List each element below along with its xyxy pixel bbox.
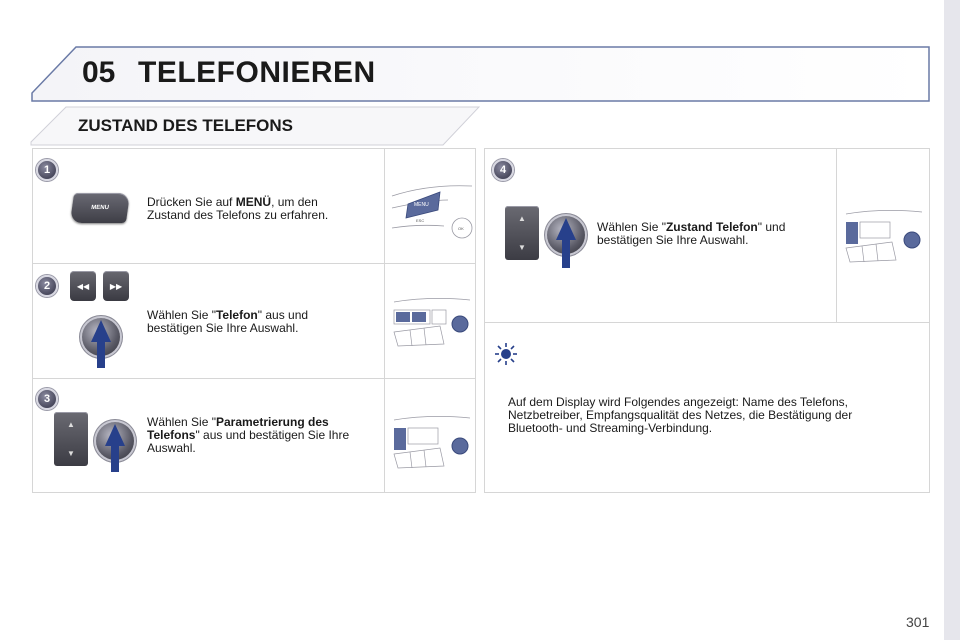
step-2-text: Wählen Sie "Telefon" aus und bestätigen … (147, 308, 309, 335)
seek-back-key: ◀◀ (70, 271, 96, 301)
step-badge-2: 2 (36, 275, 58, 297)
menu-key: MENU (69, 193, 131, 223)
divider (32, 378, 476, 379)
console-thumbnail-seek (390, 296, 474, 353)
press-arrow-icon (91, 320, 111, 368)
console-thumbnail-menu: MENU ESC OK (388, 178, 474, 245)
svg-text:MENU: MENU (414, 202, 429, 208)
seek-forward-key: ▶▶ (103, 271, 129, 301)
divider (836, 148, 837, 323)
page-edge-strip (944, 0, 960, 640)
step-4-text: Wählen Sie "Zustand Telefon" und bestäti… (597, 220, 786, 247)
press-arrow-icon (556, 218, 576, 268)
up-down-key: ▲▼ (54, 412, 88, 466)
svg-text:OK: OK (458, 226, 464, 231)
svg-text:ESC: ESC (416, 218, 424, 223)
step-1-text: Drücken Sie auf MENÜ, um den Zustand des… (147, 195, 329, 222)
press-arrow-icon (105, 424, 125, 472)
step-badge-4: 4 (492, 159, 514, 181)
step-3-text: Wählen Sie "Parametrierung des Telefons"… (147, 415, 350, 455)
console-thumbnail-updown (842, 208, 926, 271)
section-title-frame (30, 106, 481, 146)
up-down-key: ▲▼ (505, 206, 539, 260)
step-badge-1: 1 (36, 159, 58, 181)
step-badge-3: 3 (36, 388, 58, 410)
chapter-title: TELEFONIEREN (138, 56, 376, 89)
divider (32, 263, 476, 264)
divider (484, 322, 930, 323)
section-title: ZUSTAND DES TELEFONS (78, 116, 294, 135)
chapter-header-frame (30, 46, 930, 102)
console-thumbnail-updown (390, 414, 474, 475)
chapter-number: 05 (82, 56, 116, 89)
page-number: 301 (906, 614, 930, 630)
info-lightbulb-icon (495, 343, 517, 365)
steps-panel-right (484, 148, 930, 493)
info-text: Auf dem Display wird Folgendes angezeigt… (508, 395, 853, 435)
divider (384, 148, 385, 493)
